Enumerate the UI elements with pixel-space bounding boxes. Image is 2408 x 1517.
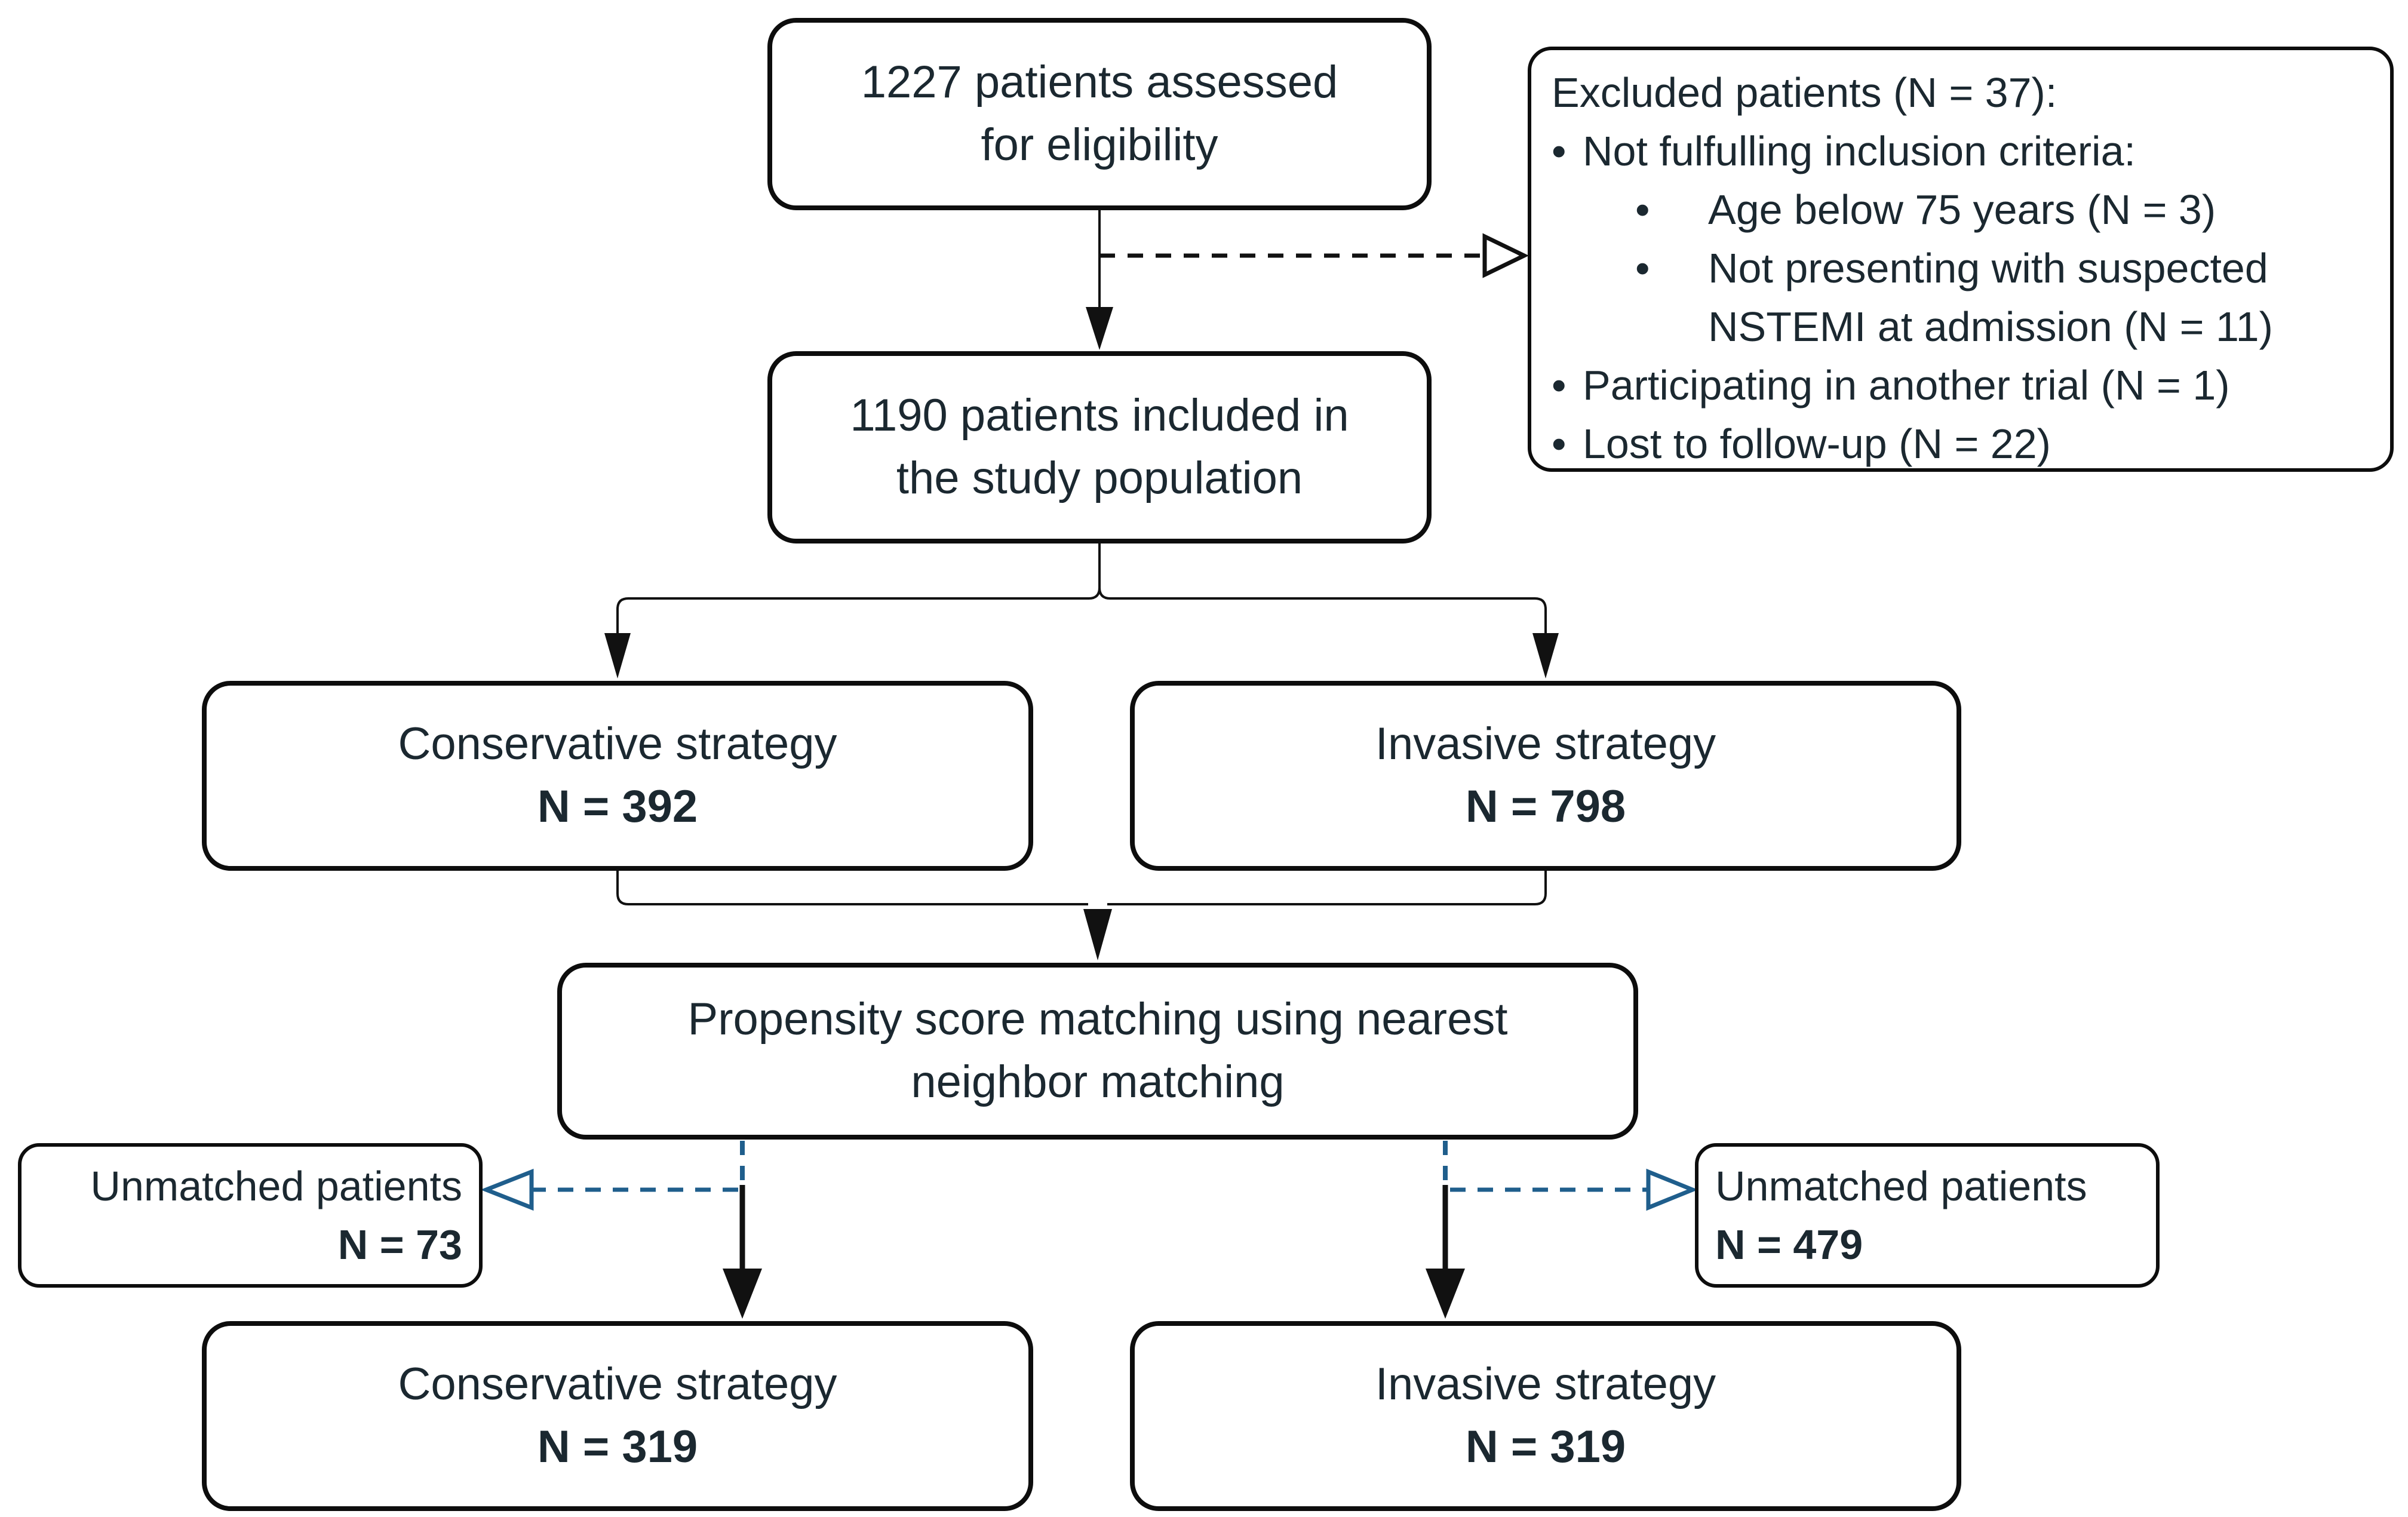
arrow-assessed-to-included <box>1086 210 1113 350</box>
box-conservative-strategy-matched: Conservative strategy N = 319 <box>202 1321 1033 1511</box>
excluded-item-text: Lost to follow-up (N = 22) <box>1583 420 2051 467</box>
excluded-item-text: Participating in another trial (N = 1) <box>1583 362 2230 409</box>
bullet-icon: • <box>1552 128 1567 174</box>
matching-line-1: Propensity score matching using nearest <box>687 994 1508 1045</box>
unmatched-right-n: N = 479 <box>1715 1221 1863 1268</box>
box-unmatched-patients-right: Unmatched patients N = 479 <box>1695 1143 2160 1288</box>
box-invasive-strategy-matched: Invasive strategy N = 319 <box>1130 1321 1961 1511</box>
box-propensity-score-matching: Propensity score matching using nearest … <box>557 963 1638 1140</box>
bullet-icon: • <box>1552 362 1567 409</box>
included-line-1: 1190 patients included in <box>850 390 1349 441</box>
dashed-arrow-to-excluded <box>1099 233 1529 278</box>
excluded-subitem-text: Not presenting with suspected NSTEMI at … <box>1708 245 2273 350</box>
conservative-prematch-title: Conservative strategy <box>398 718 837 770</box>
unmatched-right-title: Unmatched patients <box>1715 1163 2087 1209</box>
conservative-prematch-n: N = 392 <box>537 781 698 832</box>
invasive-prematch-n: N = 798 <box>1465 781 1626 832</box>
dashed-arrow-to-unmatched-right <box>1450 1168 1698 1211</box>
assessed-line-2: for eligibility <box>981 119 1218 170</box>
box-conservative-strategy-prematch: Conservative strategy N = 392 <box>202 681 1033 871</box>
arrow-matching-to-conservative-matched <box>723 1141 762 1319</box>
excluded-item: • Lost to follow-up (N = 22) <box>1552 414 2370 473</box>
merge-connector <box>616 871 1547 960</box>
unmatched-left-n: N = 73 <box>337 1221 462 1268</box>
split-connector <box>604 543 1559 678</box>
invasive-prematch-title: Invasive strategy <box>1375 718 1716 770</box>
box-excluded-patients: Excluded patients (N = 37): • Not fulful… <box>1528 47 2394 472</box>
box-unmatched-patients-left: Unmatched patients N = 73 <box>18 1143 483 1288</box>
invasive-matched-n: N = 319 <box>1465 1421 1626 1472</box>
matching-line-2: neighbor matching <box>911 1057 1285 1107</box>
excluded-subitem-text: Age below 75 years (N = 3) <box>1708 186 2216 233</box>
box-invasive-strategy-prematch: Invasive strategy N = 798 <box>1130 681 1961 871</box>
assessed-line-1: 1227 patients assessed <box>861 57 1338 108</box>
conservative-matched-title: Conservative strategy <box>398 1359 837 1410</box>
excluded-item: • Participating in another trial (N = 1) <box>1552 356 2370 414</box>
arrowhead-to-invasive <box>1532 633 1559 678</box>
arrowhead-to-conservative <box>604 633 631 678</box>
excluded-item-text: Not fulfulling inclusion criteria: <box>1583 128 2136 174</box>
excluded-subitem: • Not presenting with suspected NSTEMI a… <box>1635 239 2370 356</box>
excluded-subitem: • Age below 75 years (N = 3) <box>1635 180 2370 239</box>
dashed-arrow-to-unmatched-left <box>480 1168 738 1211</box>
included-line-2: the study population <box>896 453 1303 503</box>
bullet-icon: • <box>1552 420 1567 467</box>
box-included-study-population: 1190 patients included in the study popu… <box>767 351 1432 543</box>
bullet-icon: • <box>1635 245 1650 291</box>
box-assessed-for-eligibility: 1227 patients assessed for eligibility <box>767 18 1432 210</box>
excluded-item: • Not fulfulling inclusion criteria: <box>1552 122 2370 180</box>
conservative-matched-n: N = 319 <box>537 1421 698 1472</box>
arrow-matching-to-invasive-matched <box>1426 1141 1465 1319</box>
invasive-matched-title: Invasive strategy <box>1375 1359 1716 1410</box>
bullet-icon: • <box>1635 186 1650 233</box>
excluded-title: Excluded patients (N = 37): <box>1552 69 2057 116</box>
unmatched-left-title: Unmatched patients <box>90 1163 462 1209</box>
